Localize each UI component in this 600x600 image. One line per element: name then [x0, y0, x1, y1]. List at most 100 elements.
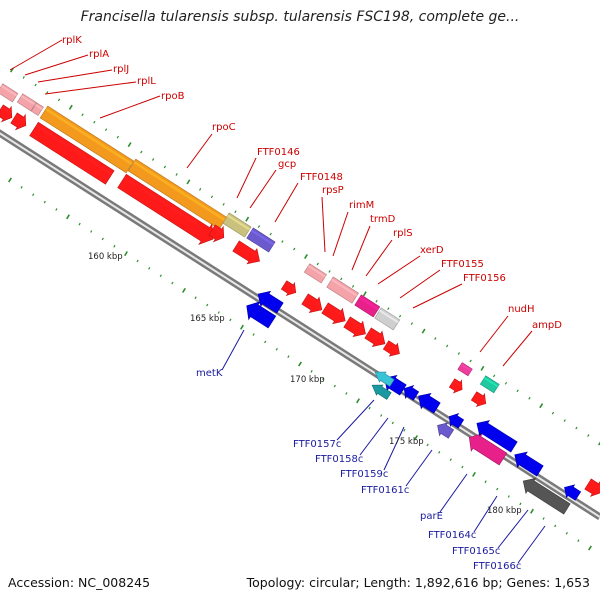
gene-rimM[interactable] — [326, 276, 359, 304]
gene-FTF0148[interactable] — [246, 227, 276, 253]
outer-tick — [387, 307, 390, 311]
label-trmD[interactable]: trmD — [370, 214, 396, 225]
label-rpoC[interactable]: rpoC — [212, 122, 236, 133]
inner-tick — [148, 266, 151, 270]
inner-tick — [484, 480, 487, 484]
label-FTF0155[interactable]: FTF0155 — [441, 259, 484, 270]
gene-rplS-b[interactable] — [321, 302, 346, 325]
leader-rpsP — [321, 196, 326, 253]
label-FTF0159c[interactable]: FTF0159c — [340, 469, 388, 480]
gene-rimM-b[interactable] — [280, 280, 297, 297]
gene-gcp[interactable] — [232, 240, 260, 265]
outer-tick — [351, 284, 355, 288]
inner-tick — [240, 324, 244, 330]
outer-tick — [198, 187, 202, 191]
inner-tick — [43, 200, 46, 204]
gene-ampD-b-highlight — [474, 393, 486, 401]
label-FTF0157c[interactable]: FTF0157c — [293, 439, 341, 450]
label-FTF0161c[interactable]: FTF0161c — [361, 485, 409, 496]
outer-tick — [186, 179, 191, 185]
inner-tick — [310, 370, 313, 373]
gene-FTF0156-a[interactable] — [208, 224, 225, 243]
gene-xerD-a[interactable] — [10, 112, 27, 131]
gene-nudH-b-highlight — [452, 380, 462, 387]
label-xerD[interactable]: xerD — [420, 245, 444, 256]
gene-trmD[interactable] — [354, 294, 381, 318]
gene-trmD-b[interactable] — [301, 293, 323, 313]
gene-FTF0161c[interactable] — [437, 422, 455, 439]
leader-FTF0161c — [405, 449, 433, 487]
features — [0, 83, 600, 515]
inner-tick — [101, 237, 104, 241]
label-rpsP[interactable]: rpsP — [322, 185, 344, 196]
gene-rplS[interactable] — [374, 307, 401, 331]
gene-rpoB[interactable] — [39, 105, 135, 174]
label-FTF0148[interactable]: FTF0148 — [300, 172, 343, 183]
outer-tick — [151, 158, 155, 161]
inner-tick — [55, 208, 58, 211]
label-FTF0165c[interactable]: FTF0165c — [452, 546, 500, 557]
inner-tick — [565, 531, 568, 535]
gene-rpsP[interactable] — [303, 263, 327, 284]
gene-metK[interactable] — [246, 301, 277, 329]
inner-tick — [252, 333, 255, 336]
label-FTF0156[interactable]: FTF0156 — [463, 273, 506, 284]
leader-rplL — [44, 81, 137, 95]
inner-tick — [182, 287, 186, 293]
leader-xerD — [377, 255, 421, 285]
inner-tick — [113, 244, 116, 248]
label-rplK[interactable]: rplK — [62, 35, 82, 46]
gene-FTF0165c-a[interactable] — [564, 484, 582, 501]
gene-FTF0156[interactable] — [382, 340, 400, 357]
label-rplA[interactable]: rplA — [89, 49, 109, 60]
leader-rplA — [24, 54, 89, 76]
gene-edge-red[interactable] — [584, 478, 600, 497]
gene-nudH[interactable] — [457, 362, 473, 377]
label-leaders — [9, 39, 546, 564]
label-parE[interactable]: parE — [420, 511, 443, 522]
label-gcp[interactable]: gcp — [278, 159, 296, 170]
label-rplL[interactable]: rplL — [137, 76, 156, 87]
gene-FTF0158c[interactable] — [371, 384, 392, 400]
label-rplJ[interactable]: rplJ — [113, 64, 129, 75]
inner-tick — [159, 274, 162, 278]
outer-tick — [57, 98, 61, 102]
gene-FTF0161c-b[interactable] — [448, 412, 465, 429]
gene-FTF0155-a[interactable] — [29, 121, 115, 185]
label-rpoB[interactable]: rpoB — [161, 91, 185, 102]
gene-metK-a[interactable] — [257, 290, 284, 314]
gene-nudH-b[interactable] — [448, 378, 463, 394]
leader-FTF0158c — [359, 417, 389, 456]
gene-rplA[interactable] — [16, 93, 37, 112]
gene-FTF0157c[interactable] — [374, 371, 395, 387]
gene-ampD-b[interactable] — [470, 391, 487, 408]
gene-rplJ[interactable] — [30, 102, 44, 116]
inner-tick — [32, 193, 35, 197]
gene-FTF0161c-a[interactable] — [418, 392, 441, 414]
gene-ampD[interactable] — [479, 375, 500, 394]
gene-ampD-highlight — [483, 377, 499, 388]
label-rimM[interactable]: rimM — [349, 200, 374, 211]
gene-gcp-a[interactable] — [117, 173, 214, 246]
gene-FTF0164c-a[interactable] — [476, 420, 518, 453]
inner-tick — [356, 398, 360, 404]
outer-tick — [46, 91, 49, 94]
leader-trmD — [351, 225, 371, 271]
gene-xerD[interactable] — [343, 316, 366, 338]
label-FTF0146[interactable]: FTF0146 — [257, 147, 300, 158]
label-nudH[interactable]: nudH — [508, 304, 535, 315]
gene-FTF0146[interactable] — [222, 212, 252, 238]
label-metK[interactable]: metK — [196, 368, 223, 379]
label-FTF0166c[interactable]: FTF0166c — [473, 561, 521, 572]
gene-FTF0155[interactable] — [364, 327, 386, 347]
gene-FTF0165c[interactable] — [522, 477, 571, 515]
label-FTF0158c[interactable]: FTF0158c — [315, 454, 363, 465]
outer-tick — [375, 299, 378, 303]
label-FTF0164c[interactable]: FTF0164c — [428, 530, 476, 541]
gene-rplJ-highlight — [34, 104, 43, 110]
gene-trmD-highlight — [359, 296, 379, 311]
gene-FTF0164c[interactable] — [514, 451, 544, 477]
gene-FTF0159c[interactable] — [403, 384, 420, 401]
label-ampD[interactable]: ampD — [532, 320, 562, 331]
label-rplS[interactable]: rplS — [393, 228, 413, 239]
